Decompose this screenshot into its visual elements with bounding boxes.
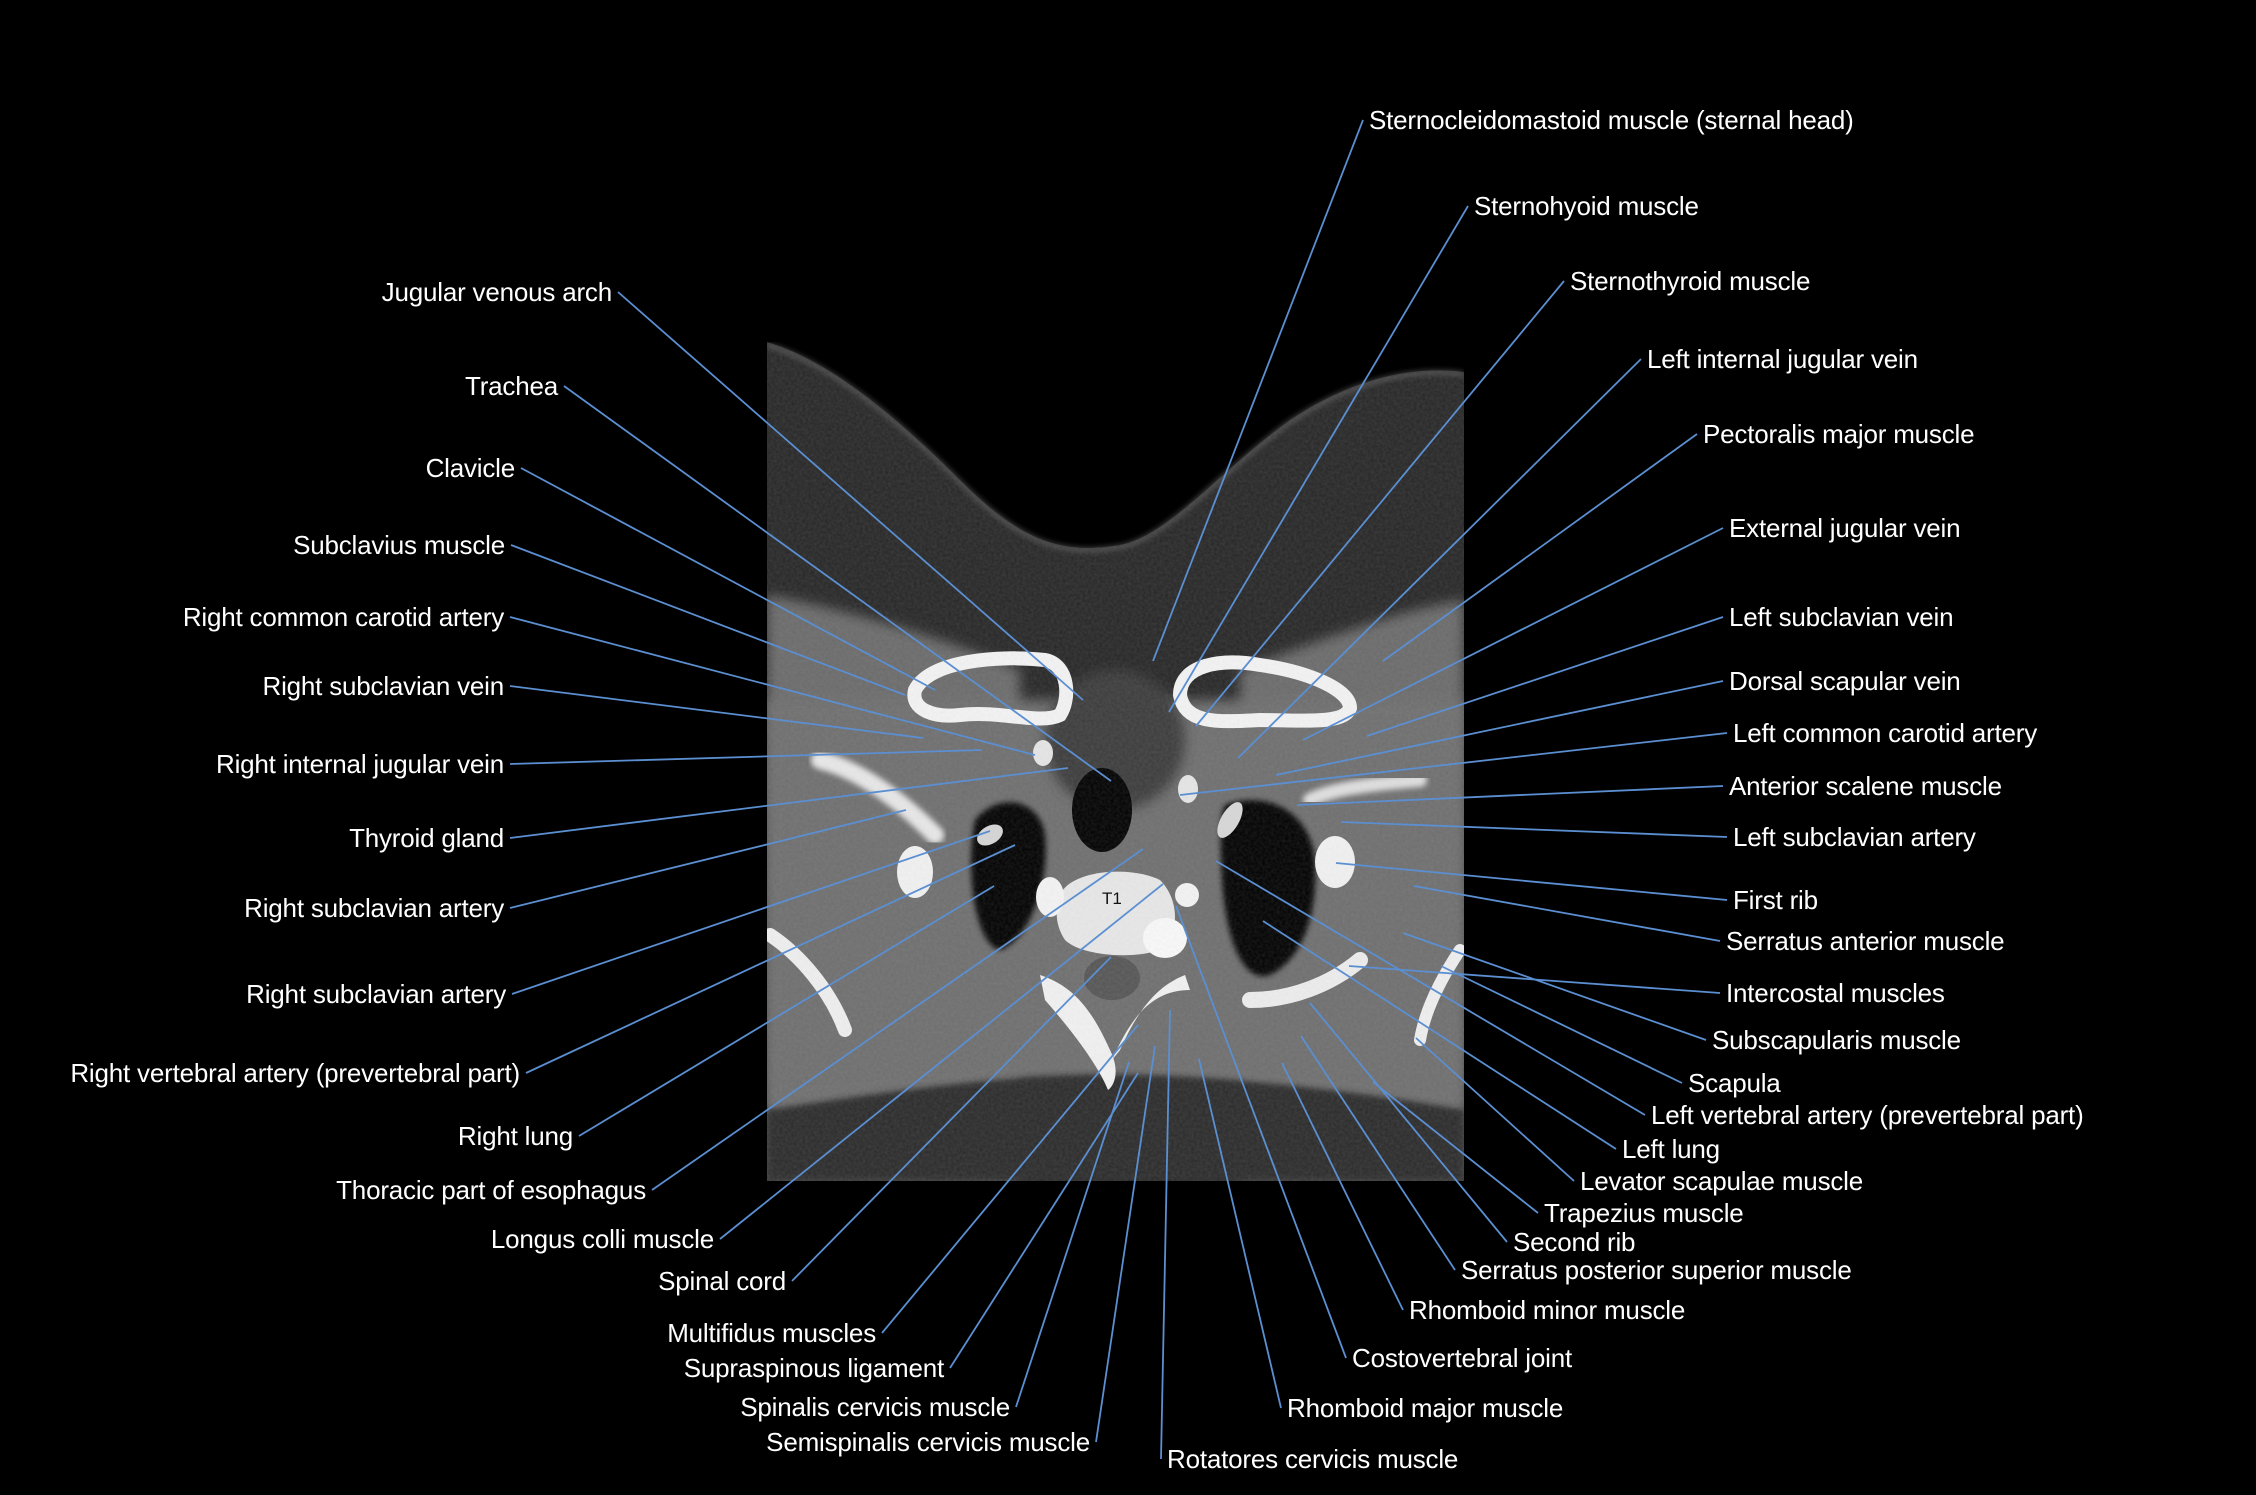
- left-common-carotid-artery-leader-line: [1179, 732, 1728, 796]
- label-rhomboid-minor-muscle: Rhomboid minor muscle: [1409, 1295, 1686, 1325]
- label-left-internal-jugular-vein: Left internal jugular vein: [1647, 344, 1918, 374]
- right-internal-jugular-vein-leader-line: [509, 749, 983, 765]
- rhomboid-minor-muscle-leader-line: [1281, 1062, 1404, 1311]
- label-left-lung: Left lung: [1622, 1134, 1720, 1164]
- label-sternothyroid-muscle: Sternothyroid muscle: [1570, 266, 1811, 296]
- costovertebral-joint-leader-line: [1175, 905, 1347, 1359]
- multifidus-muscles-leader-line: [881, 1024, 1139, 1334]
- left-subclavian-artery-leader-line: [1340, 821, 1728, 838]
- left-lung-leader-line: [1262, 920, 1617, 1150]
- label-levator-scapulae-muscle: Levator scapulae muscle: [1580, 1166, 1863, 1196]
- sternohyoid-muscle-leader-line: [1168, 205, 1469, 713]
- pectoralis-major-muscle-leader-line: [1382, 433, 1698, 662]
- label-rhomboid-major-muscle: Rhomboid major muscle: [1287, 1393, 1564, 1423]
- label-trachea: Trachea: [464, 371, 558, 401]
- label-scapula: Scapula: [1688, 1068, 1781, 1098]
- label-right-vertebral-artery-prevertebral-part: Right vertebral artery (prevertebral par…: [70, 1058, 520, 1088]
- longus-colli-muscle-leader-line: [719, 883, 1164, 1240]
- semispinalis-cervicis-muscle-leader-line: [1095, 1045, 1156, 1443]
- levator-scapulae-muscle-leader-line: [1415, 1037, 1575, 1182]
- label-left-subclavian-vein: Left subclavian vein: [1729, 602, 1954, 632]
- spinalis-cervicis-muscle-leader-line: [1015, 1061, 1130, 1408]
- label-anterior-scalene-muscle: Anterior scalene muscle: [1729, 771, 2002, 801]
- label-first-rib: First rib: [1733, 885, 1818, 915]
- thyroid-gland-leader-line: [509, 767, 1069, 839]
- label-intercostal-muscles: Intercostal muscles: [1726, 978, 1945, 1008]
- right-lung-leader-line: [578, 885, 995, 1137]
- serratus-anterior-muscle-leader-line: [1413, 885, 1721, 942]
- label-rotatores-cervicis-muscle: Rotatores cervicis muscle: [1167, 1444, 1459, 1474]
- label-left-subclavian-artery: Left subclavian artery: [1733, 822, 1976, 852]
- label-pectoralis-major-muscle: Pectoralis major muscle: [1703, 419, 1975, 449]
- label-subscapularis-muscle: Subscapularis muscle: [1712, 1025, 1961, 1055]
- label-right-subclavian-artery: Right subclavian artery: [246, 979, 506, 1009]
- left-subclavian-vein-leader-line: [1366, 616, 1724, 737]
- label-left-common-carotid-artery: Left common carotid artery: [1733, 718, 2038, 748]
- external-jugular-vein-leader-line: [1302, 527, 1724, 741]
- label-serratus-posterior-superior-muscle: Serratus posterior superior muscle: [1461, 1255, 1852, 1285]
- label-thoracic-part-of-esophagus: Thoracic part of esophagus: [336, 1175, 646, 1205]
- trachea-leader-line: [563, 385, 1112, 782]
- vertebra-level-label: T1: [1102, 889, 1122, 908]
- label-clavicle: Clavicle: [425, 453, 516, 483]
- label-left-vertebral-artery-prevertebral-part: Left vertebral artery (prevertebral part…: [1651, 1100, 2084, 1130]
- label-jugular-venous-arch: Jugular venous arch: [381, 277, 613, 307]
- label-trapezius-muscle: Trapezius muscle: [1544, 1198, 1744, 1228]
- label-thyroid-gland: Thyroid gland: [349, 823, 504, 853]
- anterior-scalene-muscle-leader-line: [1296, 785, 1724, 806]
- label-longus-colli-muscle: Longus colli muscle: [490, 1224, 714, 1254]
- label-multifidus-muscles: Multifidus muscles: [667, 1318, 876, 1348]
- label-spinal-cord: Spinal cord: [658, 1266, 786, 1296]
- label-spinalis-cervicis-muscle: Spinalis cervicis muscle: [740, 1392, 1010, 1422]
- scapula-leader-line: [1440, 965, 1683, 1084]
- label-serratus-anterior-muscle: Serratus anterior muscle: [1726, 926, 2005, 956]
- label-sternohyoid-muscle: Sternohyoid muscle: [1474, 191, 1699, 221]
- serratus-posterior-superior-muscle-leader-line: [1300, 1035, 1456, 1271]
- thoracic-part-of-esophagus-leader-line: [651, 848, 1144, 1191]
- right-common-carotid-artery-leader-line: [509, 616, 1036, 756]
- label-costovertebral-joint: Costovertebral joint: [1352, 1343, 1572, 1373]
- label-sternocleidomastoid-muscle-sternal-head: Sternocleidomastoid muscle (sternal head…: [1369, 105, 1854, 135]
- dorsal-scapular-vein-leader-line: [1275, 680, 1724, 776]
- supraspinous-ligament-leader-line: [949, 1072, 1139, 1369]
- spinal-cord-leader-line: [791, 956, 1112, 1282]
- leader-lines: [509, 119, 1728, 1460]
- subscapularis-muscle-leader-line: [1402, 932, 1707, 1041]
- label-external-jugular-vein: External jugular vein: [1729, 513, 1961, 543]
- label-second-rib: Second rib: [1513, 1227, 1636, 1257]
- sternocleidomastoid-muscle-sternal-head-leader-line: [1152, 119, 1364, 662]
- subclavius-muscle-leader-line: [510, 544, 906, 696]
- label-right-lung: Right lung: [457, 1121, 573, 1151]
- left-vertebral-artery-prevertebral-part-leader-line: [1215, 860, 1646, 1116]
- right-subclavian-vein-leader-line: [509, 685, 924, 739]
- rotatores-cervicis-muscle-leader-line: [1160, 1009, 1171, 1460]
- right-subclavian-artery-leader-line: [509, 809, 907, 909]
- rhomboid-major-muscle-leader-line: [1198, 1058, 1282, 1409]
- right-subclavian-artery-leader-line: [511, 830, 991, 995]
- first-rib-leader-line: [1335, 862, 1728, 901]
- label-right-subclavian-artery: Right subclavian artery: [244, 893, 504, 923]
- clavicle-leader-line: [520, 467, 936, 691]
- label-supraspinous-ligament: Supraspinous ligament: [683, 1353, 944, 1383]
- label-semispinalis-cervicis-muscle: Semispinalis cervicis muscle: [766, 1427, 1090, 1457]
- trapezius-muscle-leader-line: [1372, 1081, 1539, 1214]
- sternothyroid-muscle-leader-line: [1195, 280, 1565, 727]
- left-internal-jugular-vein-leader-line: [1237, 358, 1642, 759]
- jugular-venous-arch-leader-line: [617, 291, 1084, 701]
- second-rib-leader-line: [1309, 1002, 1508, 1243]
- right-vertebral-artery-prevertebral-part-leader-line: [525, 844, 1016, 1074]
- label-right-internal-jugular-vein: Right internal jugular vein: [216, 749, 504, 779]
- label-right-common-carotid-artery: Right common carotid artery: [182, 602, 504, 632]
- label-dorsal-scapular-vein: Dorsal scapular vein: [1729, 666, 1961, 696]
- label-right-subclavian-vein: Right subclavian vein: [262, 671, 505, 701]
- label-subclavius-muscle: Subclavius muscle: [293, 530, 505, 560]
